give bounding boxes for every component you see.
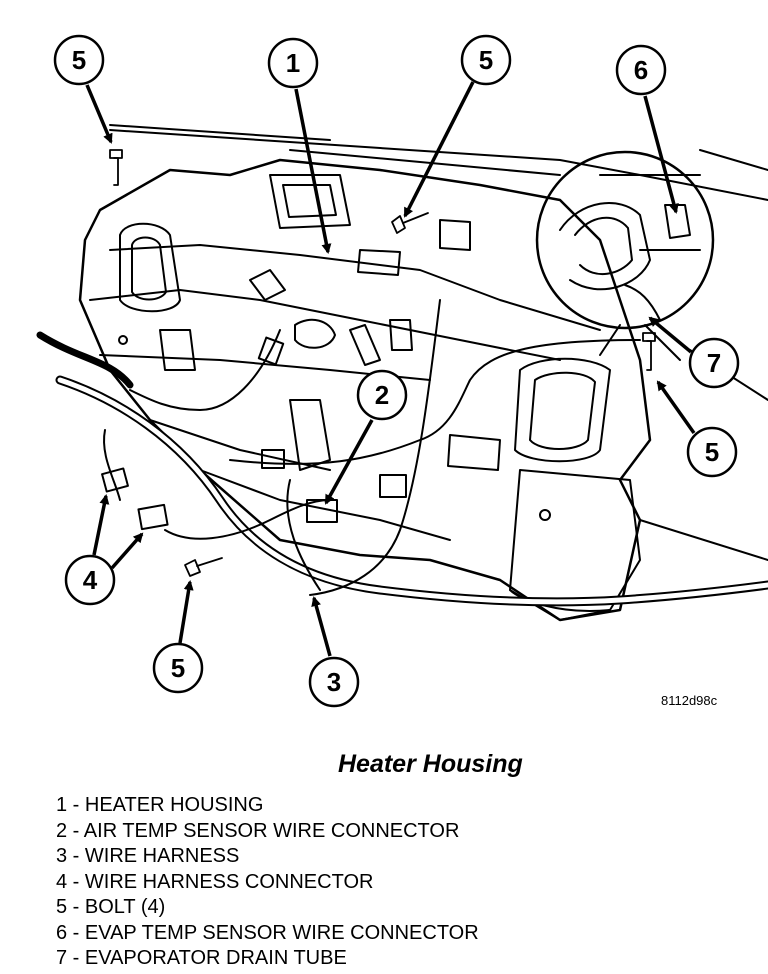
callout-3: 3 — [308, 596, 360, 708]
legend-item: 7 - EVAPORATOR DRAIN TUBE — [56, 947, 347, 969]
callout-5-top-left: 5 — [53, 34, 113, 144]
callout-label: 5 — [705, 437, 719, 467]
callout-label: 5 — [72, 45, 86, 75]
callout-label: 2 — [375, 380, 389, 410]
callout-label: 1 — [286, 48, 300, 78]
callout-5-bottom-left: 5 — [152, 580, 204, 694]
callout-label: 5 — [479, 45, 493, 75]
legend-item: 3 - WIRE HARNESS — [56, 845, 240, 867]
heater-housing-illustration — [36, 124, 768, 622]
figure-code: 8112d98c — [661, 693, 718, 708]
callout-5-top-center: 5 — [403, 34, 512, 218]
callout-label: 3 — [327, 667, 341, 697]
legend-item: 5 - BOLT (4) — [56, 896, 166, 918]
callout-6: 6 — [615, 44, 679, 214]
callout-label: 7 — [707, 348, 721, 378]
legend-item: 6 - EVAP TEMP SENSOR WIRE CONNECTOR — [56, 921, 479, 944]
callout-5-right: 5 — [656, 380, 738, 478]
callout-4: 4 — [64, 494, 144, 606]
legend-list: 1 - HEATER HOUSING 2 - AIR TEMP SENSOR W… — [56, 793, 479, 972]
callout-label: 6 — [634, 55, 648, 85]
legend-item: 4 - WIRE HARNESS CONNECTOR — [56, 870, 374, 893]
callout-label: 5 — [171, 653, 185, 683]
callout-1: 1 — [267, 37, 332, 254]
callout-2: 2 — [324, 369, 408, 505]
callout-7: 7 — [648, 316, 740, 389]
callout-label: 4 — [83, 565, 98, 595]
legend-item: 1 - HEATER HOUSING — [56, 794, 264, 816]
figure-title: Heater Housing — [338, 750, 523, 778]
legend-item: 2 - AIR TEMP SENSOR WIRE CONNECTOR — [56, 819, 460, 842]
